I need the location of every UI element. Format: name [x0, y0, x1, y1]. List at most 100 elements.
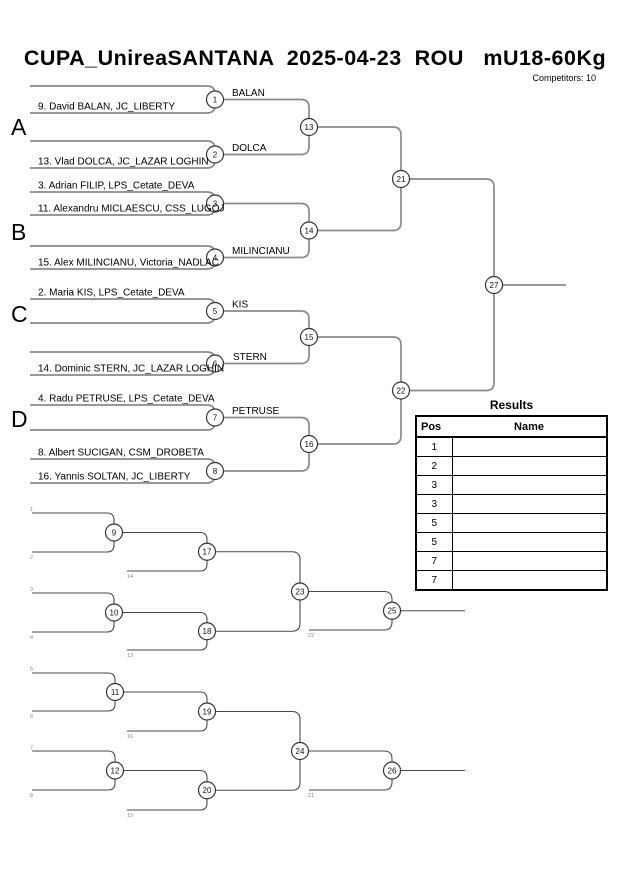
- repechage-connector-20: [124, 769, 208, 811]
- repechage-connector-18: [123, 611, 208, 651]
- repechage-connector-25: [309, 590, 393, 631]
- match-number-16: 16: [305, 440, 314, 449]
- results-name-cell: [452, 436, 607, 457]
- player-entry-2: 13. Vlad DOLCA, JC_LAZAR LOGHIN: [38, 157, 209, 168]
- winner-label-milincianu: MILINCIANU: [232, 246, 290, 257]
- player-entry-5: 15. Alex MILINCIANU, Victoria_NADLAC: [38, 258, 219, 269]
- group-label-d: D: [11, 406, 28, 432]
- winner-labels: BALAN DOLCA MILINCIANU KIS STERN PETRUSE: [232, 88, 290, 417]
- repechage-connector-19: [124, 691, 208, 732]
- match-number-4: 4: [213, 253, 218, 262]
- player-entry-4: 11. Alexandru MICLAESCU, CSS_LUGOJ: [38, 204, 225, 215]
- results-pos-cell: 3: [416, 494, 453, 514]
- repechage-feed-16: 16: [127, 734, 133, 740]
- player-entry-1: 9. David BALAN, JC_LIBERTY: [38, 102, 175, 113]
- results-pos-cell: 3: [416, 475, 453, 495]
- repechage-connector-26: [309, 750, 393, 791]
- match-circle-26: [382, 761, 402, 780]
- repechage-match-12-bracket: [32, 750, 116, 791]
- results-row-3: 3: [416, 475, 607, 495]
- match-circle-19: [197, 702, 217, 721]
- repechage-slot-4: 4: [30, 635, 33, 641]
- match-circle-10: [104, 603, 124, 622]
- match-circle-27: [484, 275, 504, 295]
- tournament-title: CUPA_UnireaSANTANA 2025-04-23 ROU mU18-6…: [23, 46, 607, 70]
- group-label-b: B: [11, 219, 26, 245]
- match-circle-18: [197, 622, 217, 641]
- match-number-21: 21: [397, 175, 406, 184]
- repechage-slot-3: 3: [30, 587, 33, 593]
- match-circle-20: [197, 781, 217, 800]
- group-label-c: C: [11, 301, 28, 327]
- repechage-slot-8: 8: [30, 793, 33, 799]
- match-circle-25: [382, 601, 402, 620]
- match-number-9: 9: [112, 528, 117, 537]
- match-circle-7: [205, 408, 225, 427]
- winner-label-balan: BALAN: [232, 88, 265, 99]
- results-name-cell: [452, 456, 607, 476]
- repechage-feed-13: 13: [127, 653, 133, 659]
- match-circle-16: [299, 434, 319, 454]
- match-circle-4: [205, 248, 225, 267]
- results-name-cell: [452, 551, 607, 571]
- connector-match-22: [318, 336, 402, 445]
- results-name-cell: [452, 570, 607, 590]
- repechage-match-10-bracket: [32, 592, 115, 633]
- match-7-bracket: [30, 404, 216, 431]
- match-5-bracket: [30, 298, 216, 324]
- results-name-cell: [452, 475, 607, 495]
- repechage-feed-21: 21: [308, 793, 314, 799]
- match-circle-11: [105, 682, 125, 702]
- match-circle-3: [205, 194, 225, 213]
- results-pos-cell: 2: [416, 456, 453, 476]
- competitors-count: Competitors: 10: [532, 73, 596, 83]
- match-number-7: 7: [213, 413, 218, 422]
- results-row-2: 2: [416, 456, 607, 476]
- match-circle-17: [197, 542, 217, 561]
- match-number-8: 8: [213, 467, 218, 476]
- match-circle-22: [391, 381, 411, 400]
- repechage-slot-numbers: 1 2 3 4 5 6 7 8 14 13 22 16 15 21: [30, 507, 314, 819]
- match-circle-12: [105, 761, 125, 780]
- match-circle-23: [290, 582, 310, 601]
- match-circle-14: [299, 221, 319, 240]
- results-pos-cell: 7: [416, 570, 453, 590]
- match-number-25: 25: [388, 607, 397, 616]
- match-number-6: 6: [213, 359, 218, 368]
- repechage-feed-22: 22: [308, 633, 314, 639]
- results-row-6: 5: [416, 532, 607, 552]
- match-circle-8: [205, 461, 225, 481]
- player-entry-9: 8. Albert SUCIGAN, CSM_DROBETA: [38, 448, 204, 459]
- winner-label-kis: KIS: [232, 300, 248, 311]
- repechage-slot-7: 7: [30, 745, 33, 751]
- winner-label-stern: STERN: [233, 352, 267, 363]
- match-number-circles: 1 2 3 4 5 6 7 8 13 14 15 16 21 22 27 9 1…: [104, 90, 504, 800]
- match-number-3: 3: [213, 199, 218, 208]
- results-row-1: 1: [416, 436, 607, 457]
- match-number-19: 19: [203, 707, 212, 716]
- results-row-8: 7: [416, 570, 607, 590]
- results-header-pos: Pos: [416, 416, 452, 438]
- results-title: Results: [489, 398, 534, 412]
- results-name-cell: [452, 494, 607, 514]
- match-number-14: 14: [305, 226, 314, 235]
- match-number-22: 22: [397, 386, 406, 395]
- player-entry-6: 2. Maria KIS, LPS_Cetate_DEVA: [38, 288, 185, 299]
- repechage-match-9-bracket: [32, 512, 115, 553]
- results-pos-cell: 1: [416, 436, 453, 457]
- results-row-4: 3: [416, 494, 607, 514]
- repechage-slot-6: 6: [30, 714, 33, 720]
- player-entry-8: 4. Radu PETRUSE, LPS_Cetate_DEVA: [38, 394, 215, 405]
- repechage-bracket-lines: [32, 512, 465, 811]
- match-circle-24: [290, 741, 310, 761]
- match-number-12: 12: [111, 766, 120, 775]
- connector-match-16: [224, 416, 310, 472]
- group-label-a: A: [11, 114, 27, 140]
- results-header-row: Pos Name: [416, 416, 607, 438]
- results-row-7: 7: [416, 551, 607, 571]
- connector-match-21: [318, 126, 402, 232]
- connector-match-27: [410, 178, 495, 392]
- match-circle-9: [104, 523, 124, 542]
